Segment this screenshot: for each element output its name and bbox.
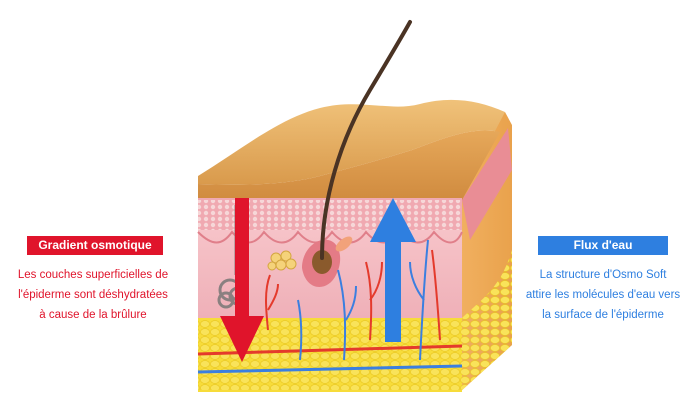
right-desc-line: La structure d'Osmo Soft — [508, 265, 698, 285]
left-desc-line: Les couches superficielles de — [0, 265, 186, 285]
right-desc-line: attire les molécules d'eau vers — [508, 285, 698, 305]
gradient-osmotique-label: Gradient osmotique — [27, 236, 163, 255]
left-desc-line: l'épiderme sont déshydratées — [0, 285, 186, 305]
gradient-osmotique-description: Les couches superficielles de l'épiderme… — [0, 265, 186, 325]
flux-deau-label: Flux d'eau — [538, 236, 668, 255]
left-desc-line: à cause de la brûlure — [0, 305, 186, 325]
right-desc-line: la surface de l'épiderme — [508, 305, 698, 325]
flux-deau-description: La structure d'Osmo Soft attire les molé… — [508, 265, 698, 325]
